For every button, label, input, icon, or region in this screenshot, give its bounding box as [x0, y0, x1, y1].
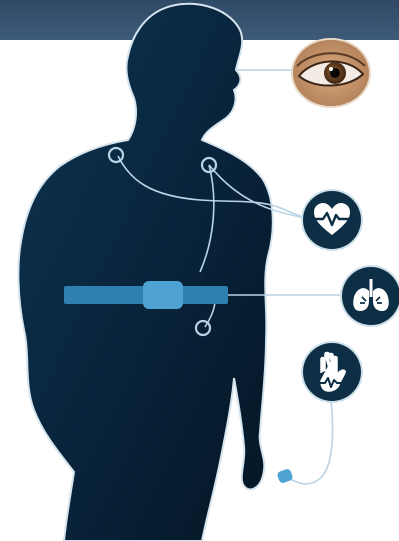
heart-rate-badge [303, 191, 361, 249]
person-silhouette [18, 4, 272, 541]
skin-response-badge [303, 343, 361, 401]
eye-tracking-badge [293, 40, 369, 106]
respiration-badge [342, 267, 399, 325]
finger-sensor [276, 468, 293, 484]
hand-icon [303, 343, 361, 401]
lungs-icon [342, 267, 399, 325]
eye-icon [293, 40, 369, 106]
chest-strap-module [143, 281, 183, 309]
heart-rate-icon [303, 191, 361, 249]
